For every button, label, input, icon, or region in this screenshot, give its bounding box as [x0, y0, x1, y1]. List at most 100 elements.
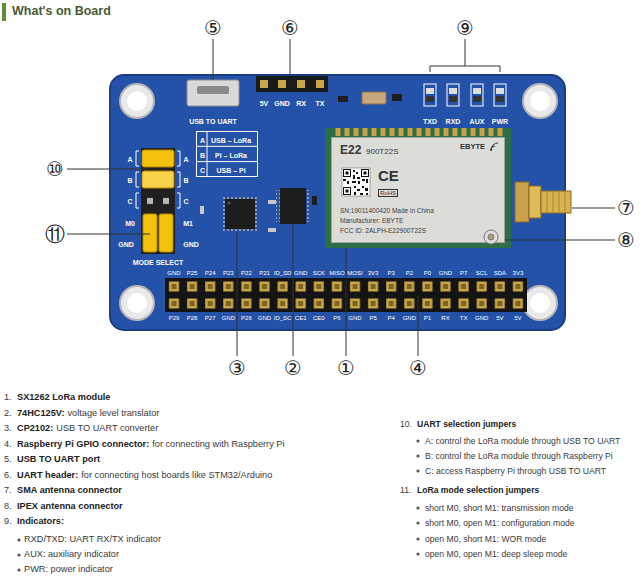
qr-modules [343, 170, 368, 195]
jumper-pins [141, 148, 175, 254]
pin-label: 5V [514, 315, 521, 321]
silkscreen-label: C [183, 198, 188, 205]
module-marking: FCC ID: 2ALPH-E22900T22S [340, 228, 426, 235]
list-line: open M0, short M1: WOR mode [425, 534, 549, 544]
sma-nut [529, 186, 541, 218]
qr-finder [361, 169, 369, 177]
mounting-hole [530, 91, 550, 111]
pin-label: GND [403, 315, 416, 321]
list-line: 3.CP2102:USB TO UART converter [4, 423, 161, 434]
callout-number: ③ [228, 358, 246, 378]
sma-base [515, 182, 529, 222]
led-outline [494, 84, 506, 106]
qr-finder [364, 172, 367, 175]
part-name: LoRa mode selection jumpers [417, 485, 539, 495]
leader-line [237, 232, 238, 356]
silkscreen-label: GND [274, 100, 290, 107]
part-name: IPEX antenna connector [17, 501, 123, 511]
jumper-table: AUSB – LoRaBPi – LoRaCUSB – Pi [196, 131, 258, 177]
list-line: RXD/TXD: UART RX/TX indicator [24, 534, 164, 545]
part-description: voltage level translator [68, 408, 160, 418]
part-description: for connecting host boards like STM32/Ar… [81, 470, 272, 480]
silkscreen-label: C [127, 198, 132, 205]
part-description: AUX: auxiliary indicator [24, 549, 119, 559]
led [449, 88, 457, 94]
part-description: short M0, short M1: transmission mode [425, 503, 574, 513]
callout-number: ⑪ [45, 224, 65, 244]
callout-number: ④ [409, 358, 427, 378]
part-description: C: access Raspberry Pi through USB TO UA… [425, 466, 606, 476]
callout-number: ⑦ [617, 198, 635, 218]
callout-number: ⑨ [456, 18, 474, 38]
leader-line [293, 224, 294, 356]
part-name: Raspberry Pi GPIO connector: [17, 439, 149, 449]
callout-number: ① [337, 358, 355, 378]
pin-label: ID_SC [274, 315, 292, 321]
list-line: 5.USB TO UART port [4, 454, 103, 465]
leader-lines [67, 39, 615, 356]
pin-label: SCK [313, 270, 325, 276]
jumper-base [141, 148, 175, 254]
list-line: 8.IPEX antenna connector [4, 501, 126, 512]
pin-label: P25 [187, 270, 198, 276]
leader-line [497, 240, 615, 241]
uart-header [256, 76, 328, 92]
smd-part [392, 94, 402, 101]
list-line: 11.LoRa mode selection jumpers [400, 485, 542, 495]
part-name: SX1262 LoRa module [17, 392, 110, 402]
pin-label: GND [475, 315, 488, 321]
header-pin [260, 80, 268, 88]
bullet [17, 568, 20, 571]
smd-part [268, 228, 276, 232]
jumper-cap [142, 171, 174, 188]
smd-part [338, 96, 348, 102]
silkscreen-label: RX [296, 100, 306, 107]
part-description: open M0, short M1: WOR mode [425, 534, 546, 544]
led [449, 96, 457, 102]
led [473, 88, 481, 94]
table-rules [196, 131, 258, 177]
chip-dot [228, 202, 231, 205]
mounting-hole [120, 286, 154, 320]
led [496, 96, 504, 102]
bullet [416, 454, 419, 457]
pin-label: CE0 [313, 315, 325, 321]
list-number: 11. [400, 485, 414, 495]
led [473, 96, 481, 102]
part-description: RXD/TXD: UART RX/TX indicator [24, 534, 161, 544]
silkscreen-label: B [183, 177, 188, 184]
pin-label: GND [258, 315, 271, 321]
leader-line [67, 169, 150, 170]
leader-line [418, 296, 419, 356]
pin-label: RX [441, 315, 449, 321]
qr-finder [343, 187, 351, 195]
pin-label: ID_SD [274, 270, 292, 276]
list-bullets [17, 439, 419, 571]
list-line: 2.74HC125V:voltage level translator [4, 408, 162, 419]
mounting-hole [127, 293, 147, 313]
micro-usb-slot [197, 86, 229, 94]
silkscreen-label: TXD [423, 118, 437, 125]
silkscreen-label: GND [118, 241, 134, 248]
callout-number: ② [284, 358, 302, 378]
callout-number: ⑧ [617, 230, 635, 250]
pin-label: P28 [187, 315, 198, 321]
module-logo [491, 143, 498, 150]
pin-label: P29 [169, 315, 180, 321]
list-number: 4. [4, 439, 14, 450]
smd-part [312, 196, 317, 205]
pin-label: GND [348, 315, 361, 321]
bullet [17, 538, 20, 541]
hat-board [110, 75, 565, 330]
pin-label: GND [294, 270, 307, 276]
silkscreen-label: MODE SELECT [133, 259, 184, 266]
cp2102-chip [225, 199, 255, 229]
smd-part [200, 206, 204, 214]
qr-finder [346, 190, 349, 193]
qr-finder [344, 170, 350, 176]
part-description: A: control the LoRa module through USB T… [425, 436, 620, 446]
mounting-hole [530, 293, 550, 313]
silkscreen-label: M0 [125, 220, 135, 227]
capacitor [362, 92, 386, 104]
